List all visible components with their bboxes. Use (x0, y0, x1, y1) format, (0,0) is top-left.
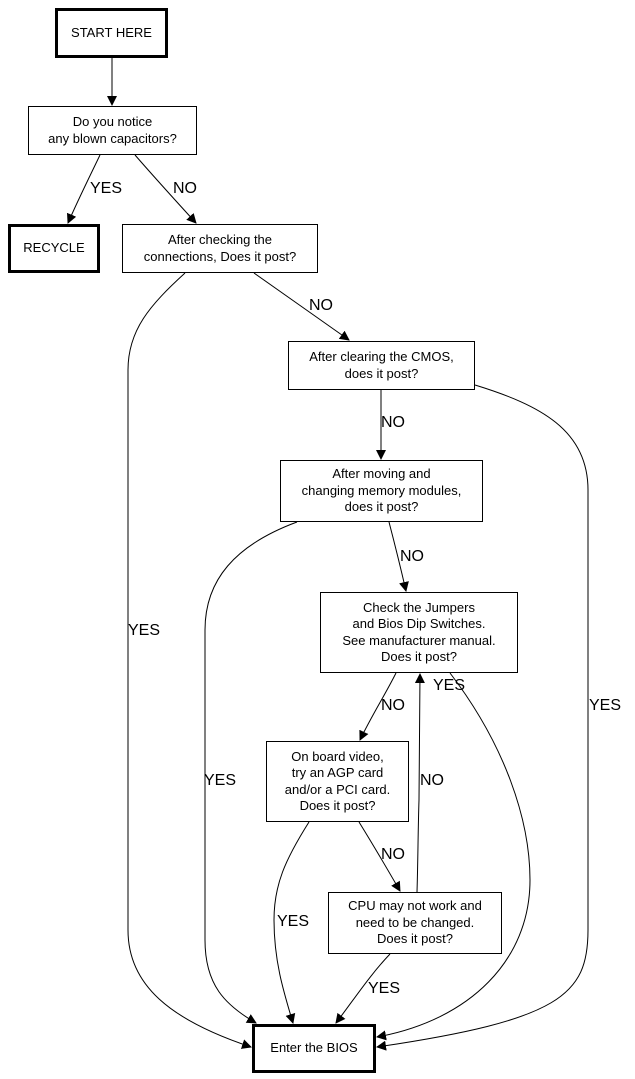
edge-connections-to-bios (127, 272, 252, 1049)
edge-label-connections-cmos: NO (309, 297, 333, 314)
edge-label-memory-bios: YES (204, 772, 237, 789)
edge-label-memory-jumpers: NO (400, 548, 424, 565)
node-label: Enter the BIOS (270, 1040, 358, 1056)
node-label: Do you notice any blown capacitors? (48, 114, 177, 146)
edge-memory-to-bios (204, 521, 298, 1024)
node-label: Check the Jumpers and Bios Dip Switches.… (342, 599, 496, 665)
node-check-connections: After checking the connections, Does it … (122, 224, 318, 273)
edge-capacitors-to-recycle (67, 154, 101, 224)
node-label: START HERE (71, 24, 152, 40)
edge-label-connections-bios: YES (128, 622, 161, 639)
edge-label-video-cpu: NO (381, 846, 405, 863)
node-label: After clearing the CMOS, does it post? (309, 349, 454, 381)
node-enter-bios: Enter the BIOS (252, 1024, 376, 1073)
edge-label-capacitors-recycle: YES (90, 180, 123, 197)
node-label: RECYCLE (23, 240, 85, 256)
edge-jumpers-to-bios (376, 672, 531, 1041)
node-label: On board video, try an AGP card and/or a… (284, 748, 391, 814)
edge-cmos-to-bios (376, 384, 589, 1051)
edge-label-cpu-jumpers: NO (420, 772, 444, 789)
node-clear-cmos: After clearing the CMOS, does it post? (288, 341, 475, 390)
node-memory-modules: After moving and changing memory modules… (280, 460, 483, 522)
edge-capacitors-to-connections (134, 154, 197, 224)
node-jumpers-dip-switches: Check the Jumpers and Bios Dip Switches.… (320, 592, 518, 673)
edge-label-video-bios: YES (277, 913, 310, 930)
edge-video-to-bios (273, 821, 310, 1024)
node-label: After moving and changing memory modules… (301, 466, 462, 515)
edge-memory-to-jumpers (388, 521, 409, 592)
edge-jumpers-to-video (359, 672, 397, 741)
edge-label-jumpers-bios: YES (433, 677, 466, 694)
edge-cpu-to-jumpers (414, 673, 425, 893)
node-start-here: START HERE (55, 8, 168, 58)
node-onboard-video: On board video, try an AGP card and/or a… (266, 741, 409, 822)
node-label: CPU may not work and need to be changed.… (348, 898, 482, 947)
edge-connections-to-cmos (253, 272, 350, 341)
edge-video-to-cpu (358, 821, 401, 892)
edge-label-capacitors-connections: NO (173, 180, 197, 197)
node-blown-capacitors: Do you notice any blown capacitors? (28, 106, 197, 155)
edge-label-cmos-memory: NO (381, 414, 405, 431)
edge-cpu-to-bios (335, 953, 391, 1024)
edge-label-cpu-bios: YES (368, 980, 401, 997)
edge-label-cmos-bios: YES (589, 697, 622, 714)
node-cpu-change: CPU may not work and need to be changed.… (328, 892, 502, 954)
edge-label-jumpers-video: NO (381, 697, 405, 714)
node-label: After checking the connections, Does it … (143, 232, 297, 264)
node-recycle: RECYCLE (8, 224, 100, 273)
